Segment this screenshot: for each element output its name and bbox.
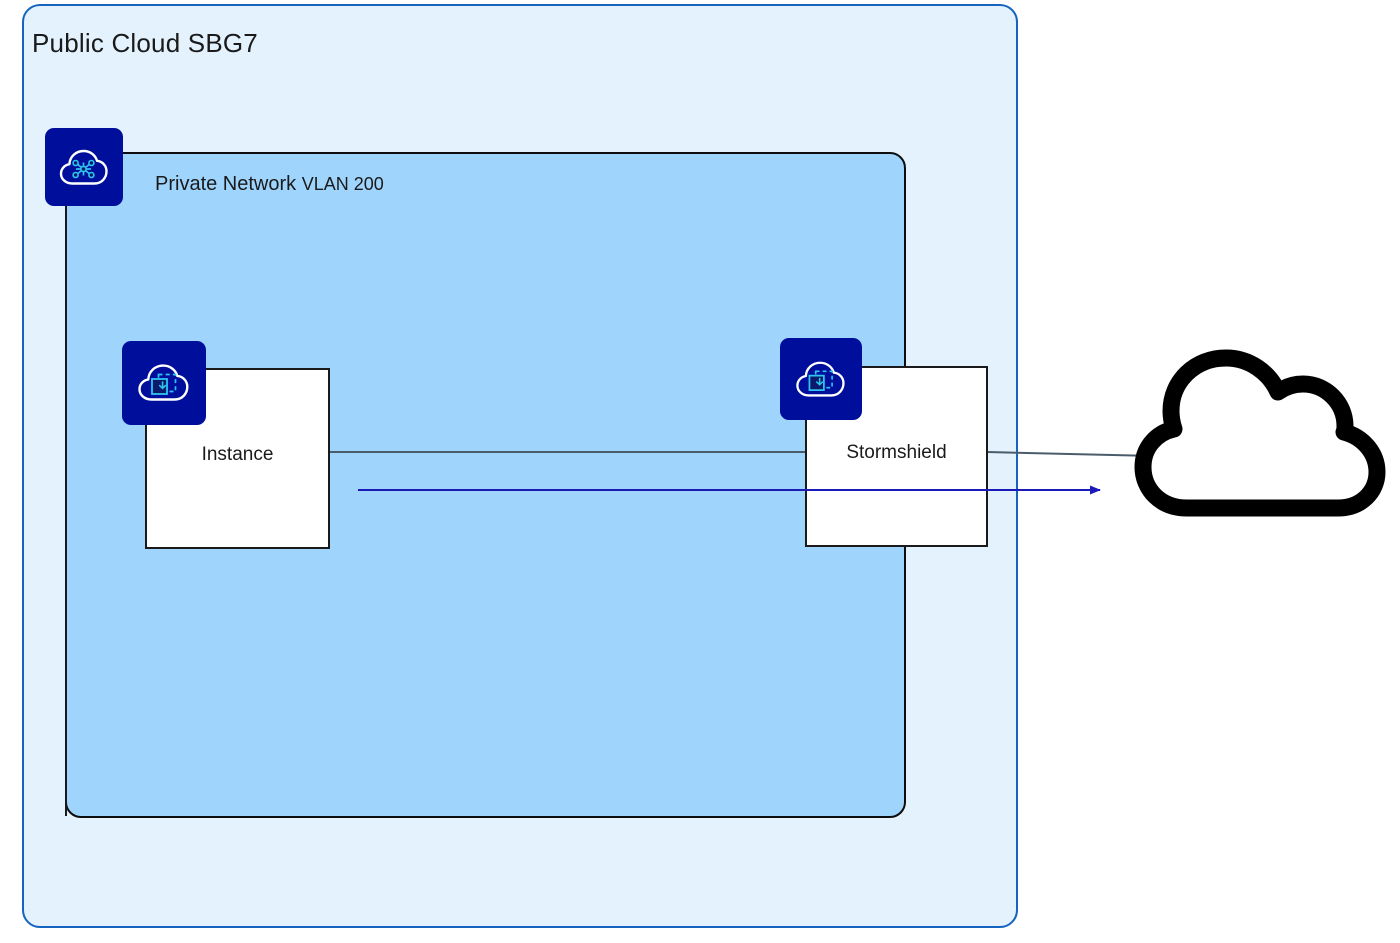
public-cloud-title: Public Cloud SBG7 xyxy=(32,28,258,58)
stormshield-cloud-icon xyxy=(780,338,862,420)
private-network-title-main: Private Network xyxy=(155,173,297,195)
instance-cloud-icon xyxy=(122,341,206,425)
private-network-vlan-label: VLAN 200 xyxy=(301,174,384,194)
node-instance-label: Instance xyxy=(201,444,274,465)
internet-cloud-icon xyxy=(1133,330,1388,530)
node-stormshield-label: Stormshield xyxy=(846,442,947,463)
private-network-title: Private Network VLAN 200 xyxy=(155,173,384,196)
private-network-cloud-icon xyxy=(45,128,123,206)
